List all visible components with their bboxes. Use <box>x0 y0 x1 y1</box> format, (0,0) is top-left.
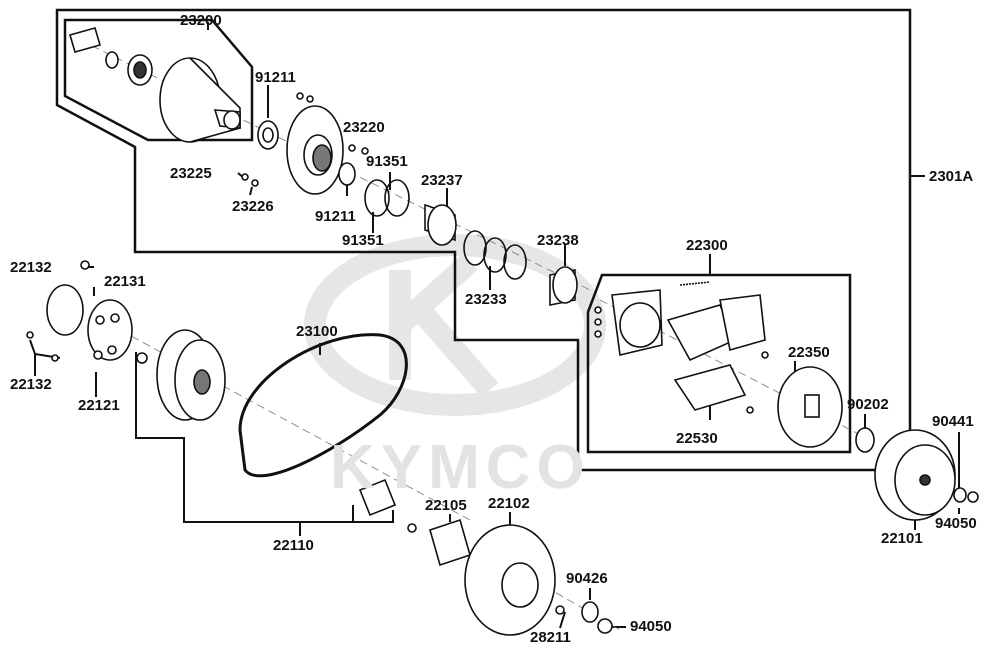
callout-23200: 23200 <box>180 12 222 29</box>
callout-23225: 23225 <box>170 165 212 182</box>
callout-91351-lower: 91351 <box>342 232 384 249</box>
part-clip-28211 <box>555 605 565 615</box>
callout-22132: 22132 <box>10 259 52 276</box>
callout-91351: 91351 <box>366 153 408 170</box>
part-fan-22102 <box>464 524 556 636</box>
callout-28211: 28211 <box>530 629 571 646</box>
part-clutch-bell-22101 <box>874 429 956 521</box>
callout-22102: 22102 <box>488 495 530 512</box>
part-washer-90426 <box>581 601 599 623</box>
callout-91211-lower: 91211 <box>315 208 356 225</box>
part-plate-22350 <box>777 366 843 448</box>
callout-91211: 91211 <box>255 69 296 86</box>
callout-22132-lower: 22132 <box>10 376 52 393</box>
callout-23237: 23237 <box>421 172 463 189</box>
callout-23100: 23100 <box>296 323 338 340</box>
part-ring-91351a <box>384 179 410 217</box>
part-ramp-plate-22131 <box>46 284 133 361</box>
callout-22121: 22121 <box>78 397 120 414</box>
part-bearing-91211b <box>338 162 356 186</box>
callout-90426: 90426 <box>566 570 608 587</box>
part-sleeve-23238 <box>549 266 578 306</box>
callout-23220: 23220 <box>343 119 385 136</box>
part-movable-face-22110 <box>156 329 226 421</box>
callout-23233: 23233 <box>465 291 507 308</box>
callout-22101: 22101 <box>881 530 923 547</box>
part-belt-23100 <box>238 333 408 478</box>
part-drive-face-23200 <box>69 27 241 143</box>
callout-22530: 22530 <box>676 430 718 447</box>
callout-90202: 90202 <box>847 396 889 413</box>
callout-94050: 94050 <box>935 515 977 532</box>
part-spring-23233 <box>463 230 527 280</box>
callout-2301A: 2301A <box>929 168 974 185</box>
part-plate-23220 <box>286 105 344 195</box>
part-nut-90202 <box>855 427 875 453</box>
part-nut-94050b <box>597 618 613 634</box>
kymco-logo-watermark <box>304 234 606 416</box>
parts <box>26 27 979 636</box>
callout-23226: 23226 <box>232 198 274 215</box>
callout-22105: 22105 <box>425 497 467 514</box>
part-clutch-22300 <box>611 281 766 411</box>
callout-94050-lower: 94050 <box>630 618 672 635</box>
callout-22110: 22110 <box>273 537 314 554</box>
part-nut-94050a <box>967 491 979 503</box>
callout-22131: 22131 <box>104 273 146 290</box>
part-washer-90441 <box>953 487 967 503</box>
assembly-outline <box>55 8 912 472</box>
callout-90441: 90441 <box>932 413 974 430</box>
part-collar-23237 <box>424 203 457 246</box>
part-ring-91351b <box>364 179 390 217</box>
callout-22350: 22350 <box>788 344 830 361</box>
callout-22300: 22300 <box>686 237 728 254</box>
watermark-text: KYMCO <box>330 433 591 502</box>
callout-23238: 23238 <box>537 232 579 249</box>
